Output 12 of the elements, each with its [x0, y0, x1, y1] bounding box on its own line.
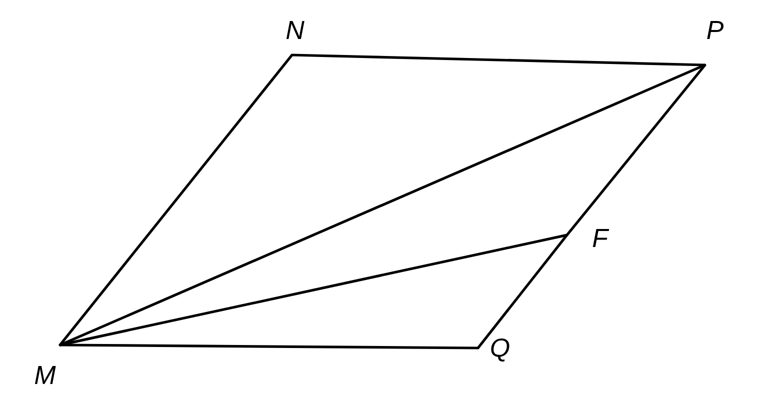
- line-segment: [58, 234, 568, 346]
- line-segment: [290, 54, 706, 66]
- vertex-point: N: [286, 21, 304, 39]
- line-segment: [58, 64, 706, 346]
- vertex-point: M: [34, 366, 56, 384]
- vertex-point: Q: [491, 338, 510, 362]
- line-segment: [566, 64, 706, 236]
- line-segment: [476, 234, 568, 350]
- line-segment: [58, 54, 294, 346]
- vertex-point: F: [592, 229, 610, 247]
- line-segment: [58, 344, 480, 350]
- vertex-point: P: [707, 21, 724, 39]
